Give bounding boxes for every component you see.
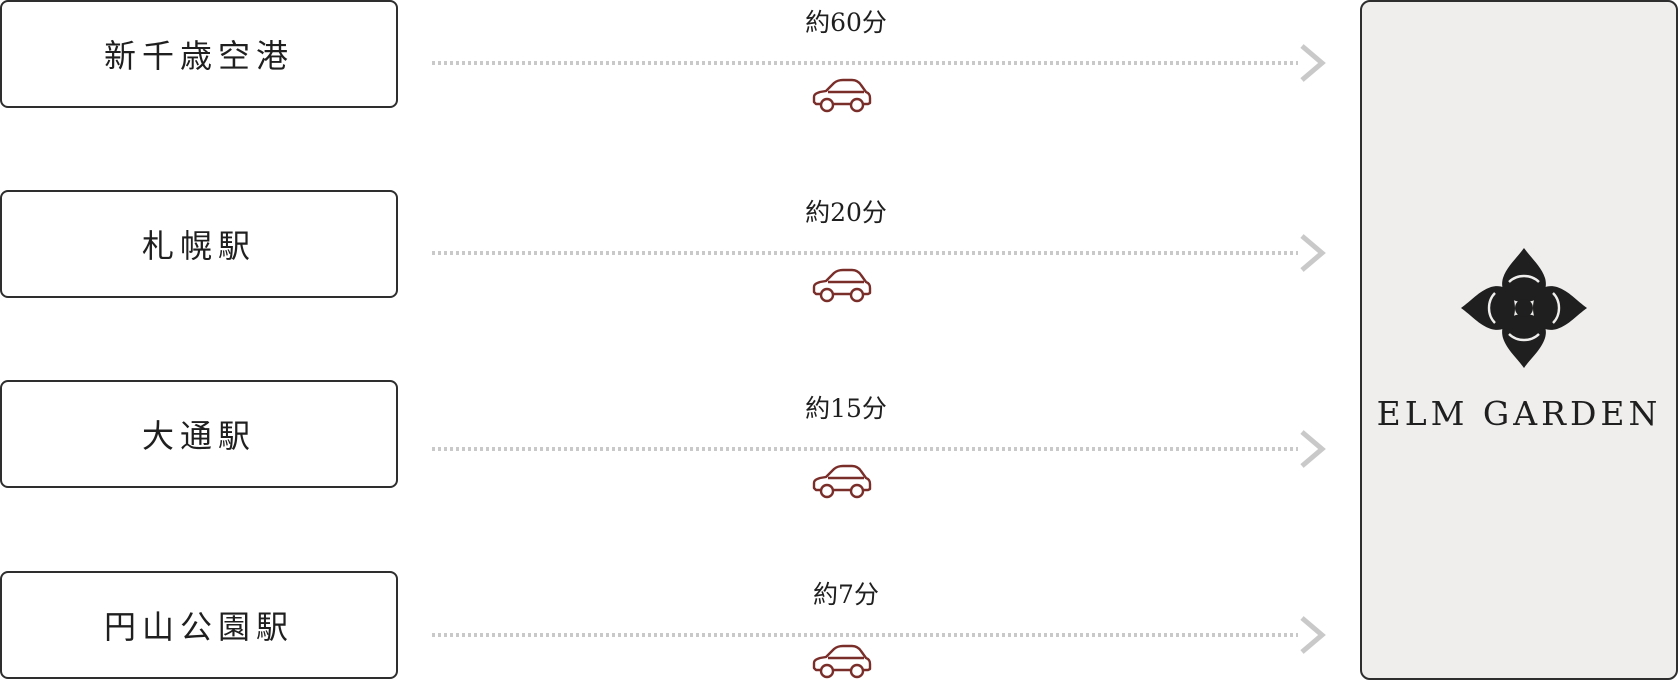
car-icon (812, 644, 872, 679)
flower-logo-icon (1461, 248, 1587, 368)
origin-label: 円山公園駅 (103, 608, 294, 646)
origin-box-sapporo: 札幌駅 (0, 190, 398, 298)
car-icon (812, 464, 872, 499)
car-icon (812, 268, 872, 303)
route-maruyama-koen: 約7分 (430, 580, 1330, 690)
route-new-chitose: 約60分 (430, 8, 1330, 118)
origin-box-new-chitose: 新千歳空港 (0, 0, 398, 108)
route-duration: 約7分 (813, 580, 879, 609)
destination-name: ELM GARDEN (1376, 394, 1662, 433)
route-duration: 約60分 (805, 8, 887, 37)
dotted-arrow-icon (432, 430, 1326, 468)
route-sapporo: 約20分 (430, 198, 1330, 308)
route-duration: 約20分 (805, 198, 887, 227)
car-icon (812, 78, 872, 113)
route-duration: 約15分 (805, 394, 887, 423)
origin-label: 札幌駅 (141, 227, 256, 265)
origin-label: 大通駅 (141, 417, 256, 455)
dotted-arrow-icon (432, 44, 1326, 82)
route-odori: 約15分 (430, 394, 1330, 504)
origin-box-maruyama-koen: 円山公園駅 (0, 571, 398, 679)
origin-label: 新千歳空港 (103, 37, 294, 75)
dotted-arrow-icon (432, 616, 1326, 654)
origin-box-odori: 大通駅 (0, 380, 398, 488)
destination-panel: ELM GARDEN (1360, 0, 1678, 680)
dotted-arrow-icon (432, 234, 1326, 272)
